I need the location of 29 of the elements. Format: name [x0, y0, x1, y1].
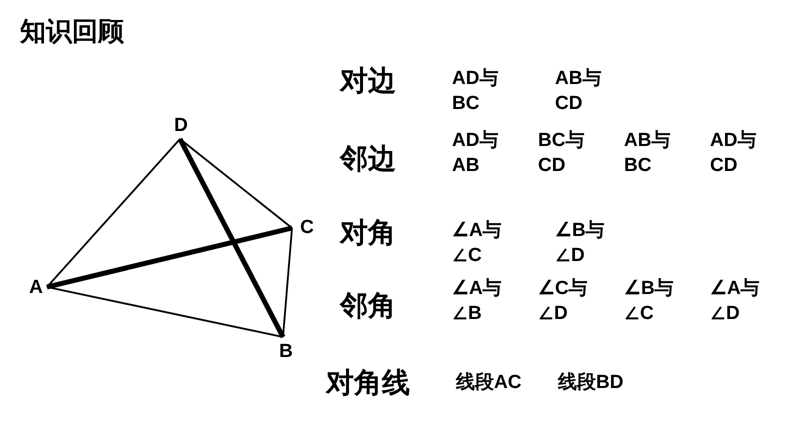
answer-text: BC与CD: [538, 129, 586, 178]
row-heading: 对角线: [326, 365, 410, 401]
vertex-label: D: [171, 115, 191, 137]
line-segment: [46, 226, 293, 290]
answer-text: ∠C与∠D: [538, 277, 589, 326]
row-heading: 对角: [340, 215, 396, 251]
line-segment: [179, 138, 293, 229]
answer-text: AD与CD: [710, 129, 758, 178]
title: 知识回顾: [20, 16, 124, 49]
answer-text: ∠B与∠D: [555, 219, 606, 268]
line-segment: [282, 228, 293, 338]
answer-text: ∠A与∠D: [710, 277, 761, 326]
row-heading: 邻边: [340, 141, 396, 177]
answer-text: AB与BC: [624, 129, 672, 178]
answer-text: ∠B与∠C: [624, 277, 675, 326]
line-segment: [46, 138, 181, 288]
row-heading: 对边: [340, 63, 396, 99]
answer-text: AB与CD: [555, 67, 602, 116]
row-heading: 邻角: [340, 288, 396, 324]
line-segment: [178, 138, 286, 338]
answer-text: 线段BD: [558, 371, 624, 395]
answer-text: ∠A与∠C: [452, 219, 503, 268]
answer-text: AD与AB: [452, 129, 500, 178]
answer-text: ∠A与∠B: [452, 277, 503, 326]
vertex-label: C: [297, 217, 317, 239]
vertex-label: A: [26, 277, 46, 299]
answer-text: AD与BC: [452, 67, 500, 116]
vertex-label: B: [276, 341, 296, 363]
answer-text: 线段AC: [456, 371, 522, 395]
